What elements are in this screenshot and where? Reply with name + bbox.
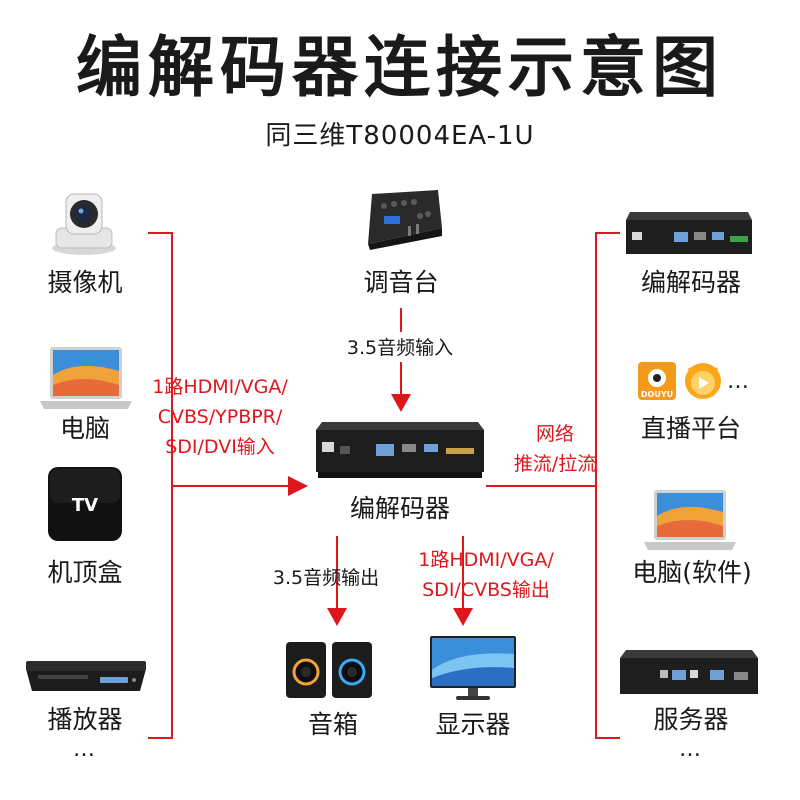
output-label-live: 直播平台 [640,414,741,443]
platforms-more: … [727,369,751,394]
diagram-subtitle: 同三维T80004EA-1U [265,121,535,151]
input-link-label-line2: CVBS/YPBPR/ [157,406,283,428]
audio-out-arrowhead [327,608,347,626]
input-label-camera: 摄像机 [47,268,123,297]
ptz-camera-icon [52,193,116,255]
output-label-pc-software: 电脑(软件) [632,558,752,587]
monitor-icon [430,636,516,700]
speaker-label: 音箱 [307,710,358,739]
laptop-icon [644,490,736,550]
outputs-more: … [679,737,703,762]
input-bracket-line [148,232,173,739]
tv-box-icon: TV [48,467,122,541]
input-label-tv-box: 机顶盒 [47,558,123,587]
inputs-more: … [73,737,97,762]
dvd-player-icon [26,661,146,691]
laptop-icon [40,347,132,409]
network-link-label-line2: 推流/拉流 [513,453,597,475]
codec-rack-icon [626,212,752,254]
mixer-link-label: 3.5音频输入 [346,337,454,359]
input-arrowhead [288,476,308,496]
audio-out-label: 3.5音频输出 [272,567,380,589]
server-rack-icon [620,650,758,694]
input-label-player: 播放器 [47,705,123,734]
video-out-label-line2: SDI/CVBS输出 [422,579,550,601]
diagram-title: 编解码器连接示意图 [76,29,724,106]
speaker-icon [286,642,372,698]
input-link-label-line1: 1路HDMI/VGA/ [152,376,288,398]
monitor-label: 显示器 [435,710,511,739]
video-out-label-line1: 1路HDMI/VGA/ [418,549,554,571]
input-label-laptop: 电脑 [59,414,110,443]
output-label-server: 服务器 [653,705,729,734]
codec-label: 编解码器 [349,494,450,523]
mixer-arrowhead [391,394,411,412]
output-label-codec: 编解码器 [640,268,741,297]
input-link-label-line3: SDI/DVI输入 [165,436,275,458]
mixer-label: 调音台 [363,268,439,297]
svg-text:TV: TV [72,495,98,516]
douyu-logo-text: DOUYU [641,390,673,399]
network-link-label-line1: 网络 [535,423,574,445]
audio-mixer-icon [368,190,442,250]
codec-rack-icon [316,422,484,478]
video-out-arrowhead [453,608,473,626]
live-platform-icon: DOUYU [638,362,721,400]
